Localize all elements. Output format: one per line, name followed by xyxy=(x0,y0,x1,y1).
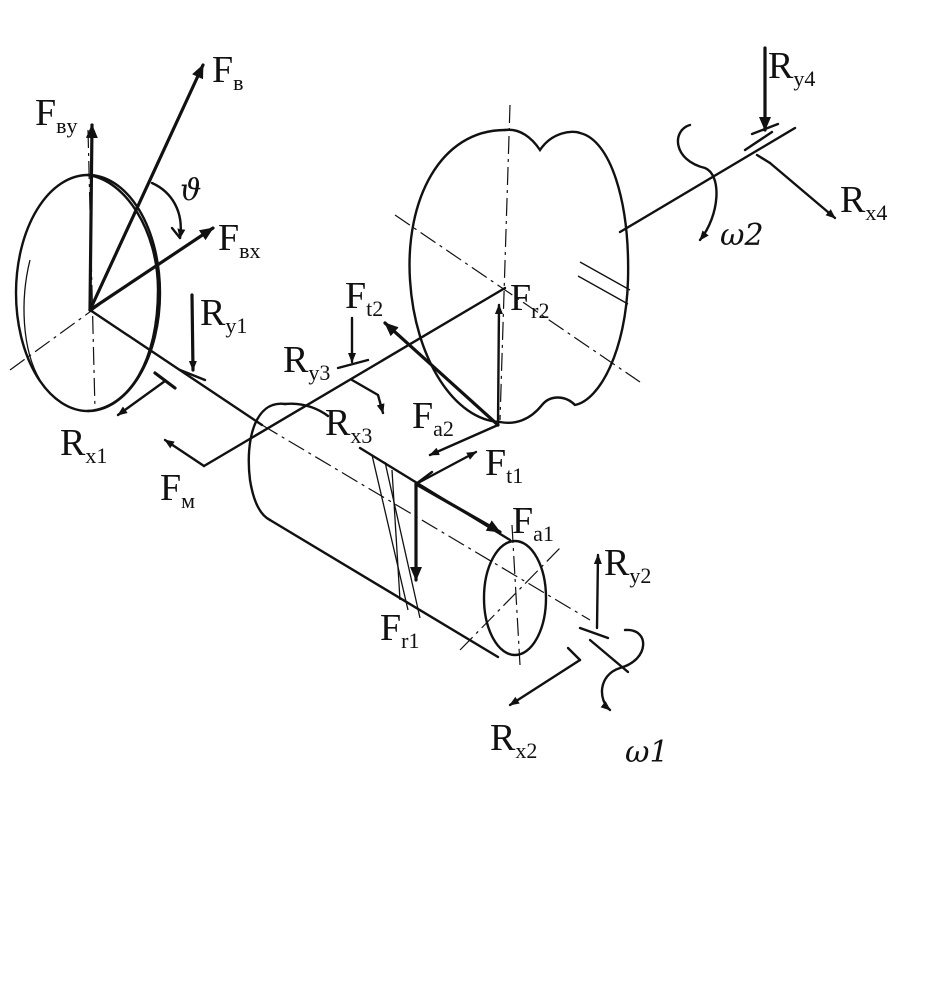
label-Fby: Fвy xyxy=(35,92,78,138)
bearing-2 xyxy=(508,553,645,712)
label-theta: ϑ xyxy=(180,173,201,208)
bearing-1 xyxy=(116,293,207,417)
label-Rx3: Rx3 xyxy=(325,402,372,448)
label-Fb: Fв xyxy=(212,49,244,95)
label-Rx4: Rx4 xyxy=(840,179,887,225)
label-Rx1: Rx1 xyxy=(60,422,107,468)
input-shaft xyxy=(88,286,507,468)
label-Fr1: Fr1 xyxy=(380,607,419,653)
pinion-cylinder xyxy=(247,402,591,666)
left-pulley xyxy=(9,129,162,413)
pulley-forces xyxy=(85,63,215,312)
label-Rx2: Rx2 xyxy=(490,717,537,763)
label-Ry3: Ry3 xyxy=(283,339,330,385)
label-Fbx: Fвx xyxy=(218,217,261,263)
pinion-forces xyxy=(410,450,502,582)
label-omega2: ω2 xyxy=(720,218,764,253)
labels: Fв Fвy Fвx ϑ Ry1 Rx1 Fм Ry3 Rx3 Ft2 Fr2 … xyxy=(35,45,887,770)
label-Ft2: Ft2 xyxy=(345,275,383,321)
label-Fa1: Fa1 xyxy=(512,500,554,546)
label-omega1: ω1 xyxy=(625,735,669,770)
label-Ft1: Ft1 xyxy=(485,442,523,488)
label-Ry2: Ry2 xyxy=(604,542,651,588)
label-Ry4: Ry4 xyxy=(768,45,815,91)
label-Ry1: Ry1 xyxy=(200,292,247,338)
bearing-3 xyxy=(336,316,385,415)
label-Fm: Fм xyxy=(160,467,195,513)
worm-wheel xyxy=(394,104,641,424)
wheel-forces xyxy=(383,303,503,457)
label-Fa2: Fa2 xyxy=(412,395,454,441)
output-shaft xyxy=(618,46,837,242)
label-Fr2: Fr2 xyxy=(510,277,549,323)
